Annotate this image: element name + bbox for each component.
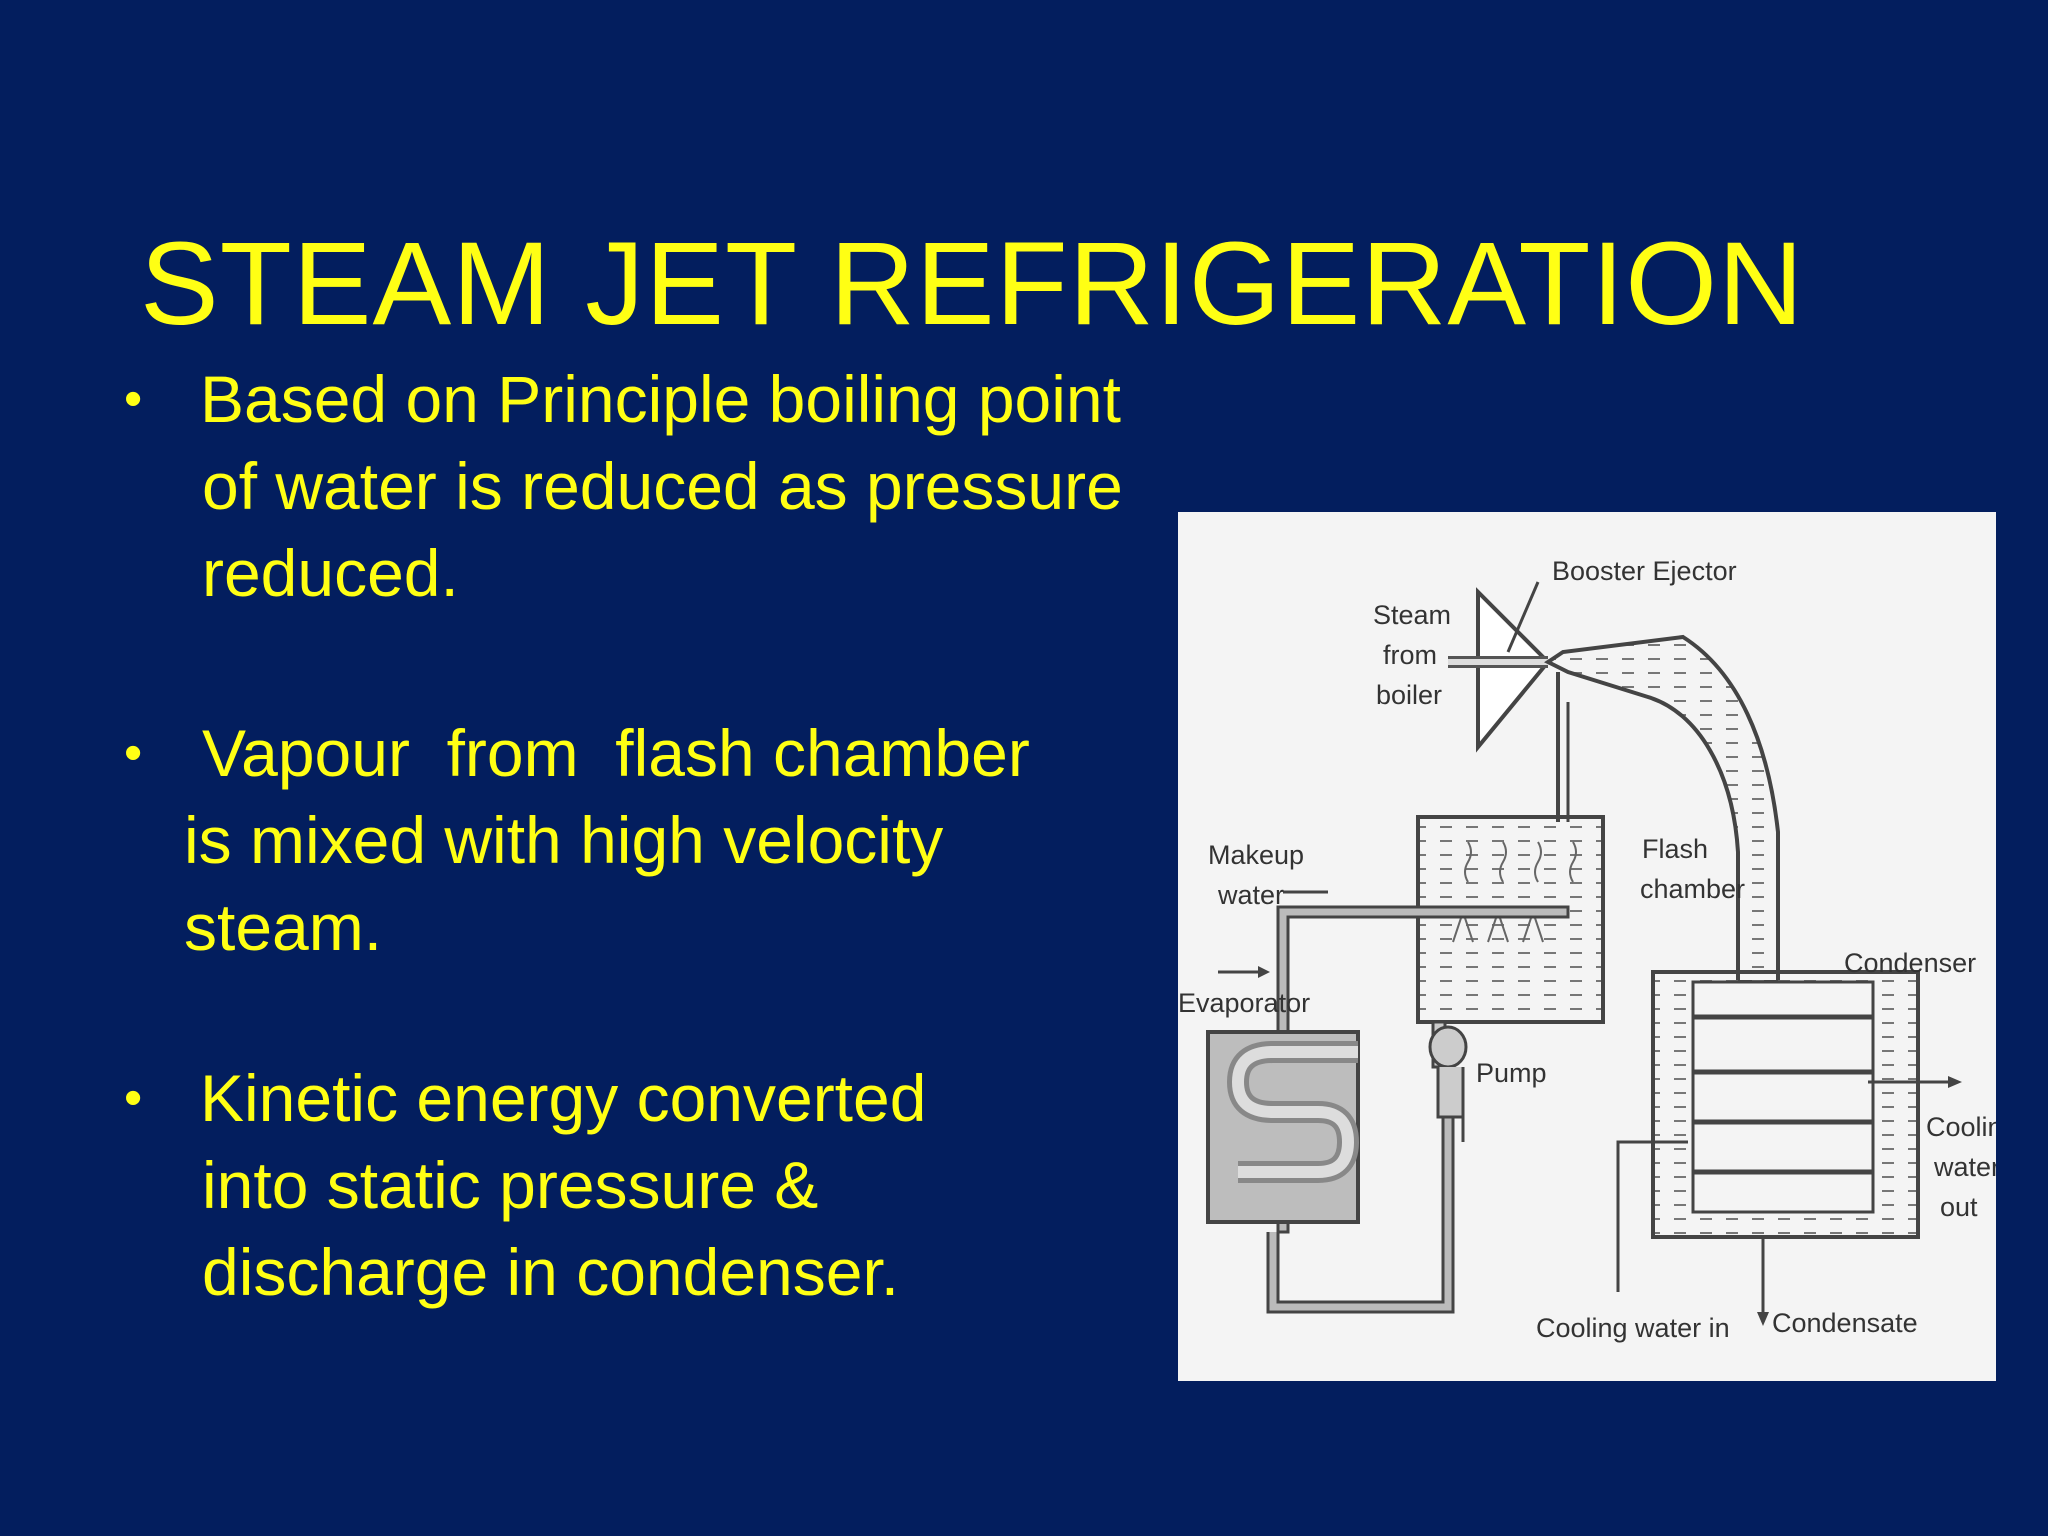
bullet-item: • Vapour from flash chamber is mixed wit… [124, 710, 1030, 971]
label-steam: Steam [1373, 600, 1451, 630]
label-cooling-water-in: Cooling water in [1536, 1313, 1730, 1343]
bullet-dot: • [124, 724, 143, 782]
label-flash: Flash [1642, 834, 1708, 864]
diagram-svg: Booster Ejector Steam from boiler Flash … [1178, 556, 1996, 1343]
label-from: from [1383, 640, 1437, 670]
steam-jet-diagram: Booster Ejector Steam from boiler Flash … [1178, 512, 1996, 1381]
bullet-line: of water is reduced as pressure [202, 449, 1123, 523]
label-boiler: boiler [1376, 680, 1442, 710]
label-booster-ejector: Booster Ejector [1552, 556, 1737, 586]
bullet-item: • Based on Principle boiling point of wa… [124, 356, 1123, 617]
label-water: water [1217, 880, 1284, 910]
evaporator [1206, 1030, 1360, 1224]
bullet-line: Kinetic energy converted [200, 1061, 927, 1135]
label-out: out [1940, 1192, 1978, 1222]
label-evaporator: Evaporator [1178, 988, 1310, 1018]
label-water-out: water [1933, 1152, 1996, 1182]
booster-ejector [1448, 581, 1551, 753]
label-cooling: Cooling [1926, 1112, 1996, 1142]
condenser [1616, 970, 1962, 1326]
label-chamber: chamber [1640, 874, 1745, 904]
bullet-dot: • [124, 1069, 143, 1127]
label-condenser: Condenser [1844, 948, 1976, 978]
flash-chamber [1416, 815, 1605, 1024]
bullet-line: discharge in condenser. [202, 1235, 900, 1309]
bullet-item: • Kinetic energy converted into static p… [124, 1055, 926, 1316]
label-pump: Pump [1476, 1058, 1547, 1088]
bullet-line: Vapour from flash chamber [202, 716, 1030, 790]
bullet-line: is mixed with high velocity [184, 803, 944, 877]
bullet-dot: • [124, 370, 143, 428]
bullet-line: steam. [184, 890, 383, 964]
label-condensate: Condensate [1772, 1308, 1918, 1338]
bullet-line: into static pressure & [202, 1148, 819, 1222]
label-makeup: Makeup [1208, 840, 1304, 870]
pump [1428, 1020, 1468, 1142]
bullet-line: Based on Principle boiling point [200, 362, 1121, 436]
slide-title: STEAM JET REFRIGERATION [140, 218, 1805, 350]
bullet-line: reduced. [202, 536, 459, 610]
